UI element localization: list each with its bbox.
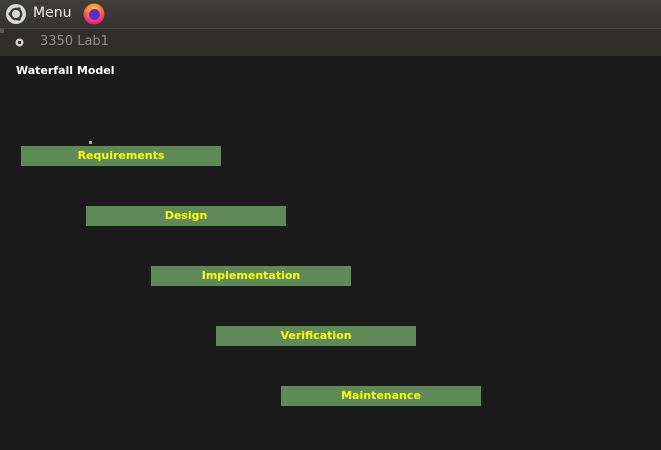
stage-requirements[interactable]: Requirements (21, 146, 221, 166)
app-window-icon (15, 38, 24, 47)
window-title: 3350 Lab1 (40, 34, 109, 49)
app-canvas[interactable]: Waterfall Model Requirements Design Impl… (0, 56, 661, 450)
stage-verification[interactable]: Verification (216, 326, 416, 346)
ubuntu-logo-icon[interactable] (6, 4, 26, 24)
menu-button[interactable]: Menu (33, 5, 72, 21)
cursor-marker (89, 141, 92, 144)
diagram-title: Waterfall Model (16, 64, 115, 77)
top-panel: Menu (0, 0, 661, 28)
window-titlebar[interactable]: 3350 Lab1 (0, 28, 661, 57)
firefox-icon[interactable] (82, 2, 106, 26)
titlebar-corner (0, 29, 4, 33)
stage-maintenance[interactable]: Maintenance (281, 386, 481, 406)
stage-design[interactable]: Design (86, 206, 286, 226)
stage-implementation[interactable]: Implementation (151, 266, 351, 286)
